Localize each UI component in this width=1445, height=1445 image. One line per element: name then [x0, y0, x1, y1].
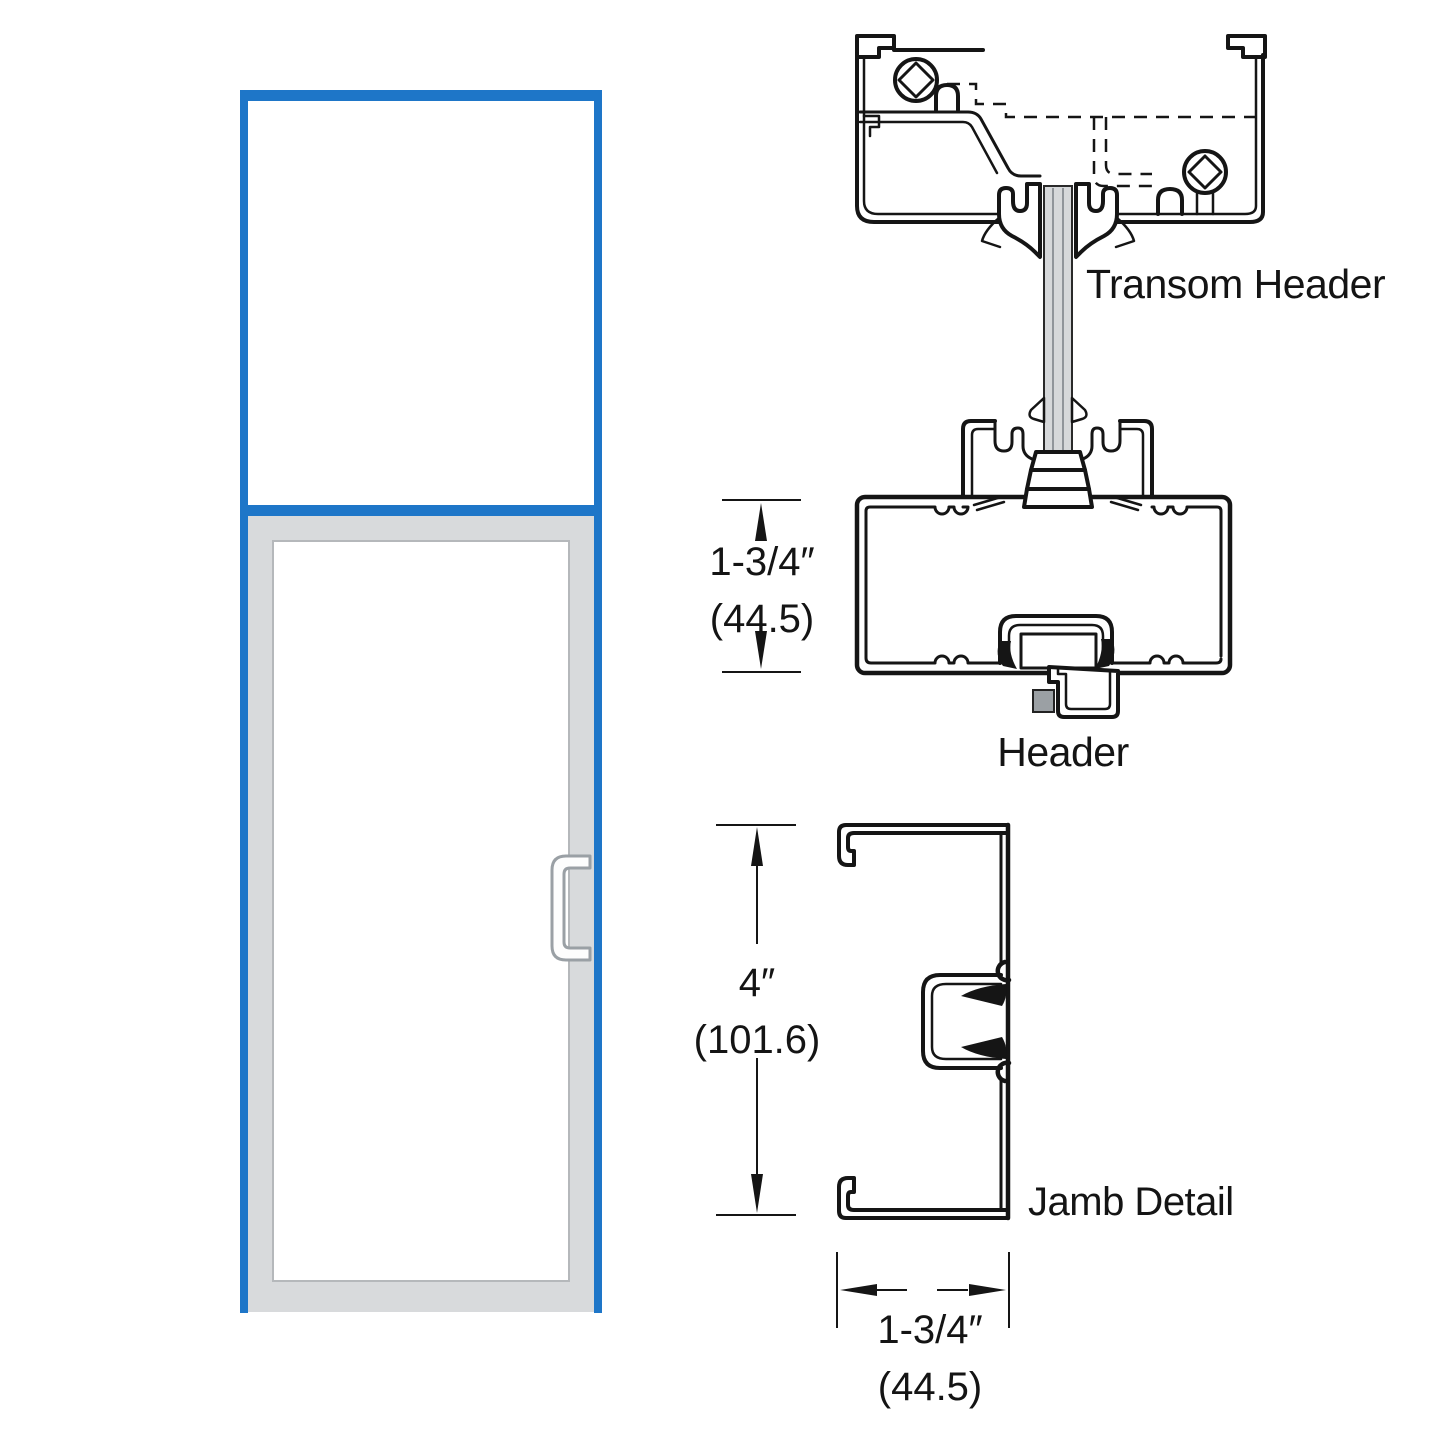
dimension-header-height: [722, 499, 801, 673]
stop-insert-tab: [1032, 689, 1055, 713]
door-handle: [550, 854, 592, 962]
dimension-imperial: 1-3/4″: [877, 1308, 983, 1352]
header-height-dimension: 1-3/4″ (44.5): [687, 534, 837, 648]
dimension-jamb-height: [716, 824, 796, 1216]
header-section: [854, 396, 1233, 719]
frame-head-bar: [240, 90, 602, 101]
jamb-height-dimension: 4″ (101.6): [682, 955, 832, 1069]
dimension-metric: (101.6): [693, 1018, 821, 1062]
dimension-metric: (44.5): [877, 1365, 983, 1409]
glass-infill: [1043, 185, 1073, 457]
header-label: Header: [997, 729, 1129, 775]
transom-header-label: Transom Header: [1086, 261, 1386, 307]
dimension-jamb-width: [836, 1252, 1010, 1328]
dimension-imperial: 4″: [738, 961, 776, 1005]
frame-transom-bar: [240, 505, 602, 516]
frame-left-jamb: [240, 90, 248, 1313]
dimension-metric: (44.5): [709, 597, 815, 641]
door-glass: [272, 540, 570, 1282]
jamb-detail-label: Jamb Detail: [1028, 1180, 1234, 1224]
jamb-section: [837, 822, 1012, 1221]
frame-right-jamb: [594, 90, 602, 1313]
jamb-width-dimension: 1-3/4″ (44.5): [855, 1302, 1005, 1416]
transom-glass: [248, 101, 594, 505]
dimension-imperial: 1-3/4″: [709, 540, 815, 584]
transom-header-section: [855, 34, 1267, 259]
section-details-drawing: [716, 34, 1267, 1328]
